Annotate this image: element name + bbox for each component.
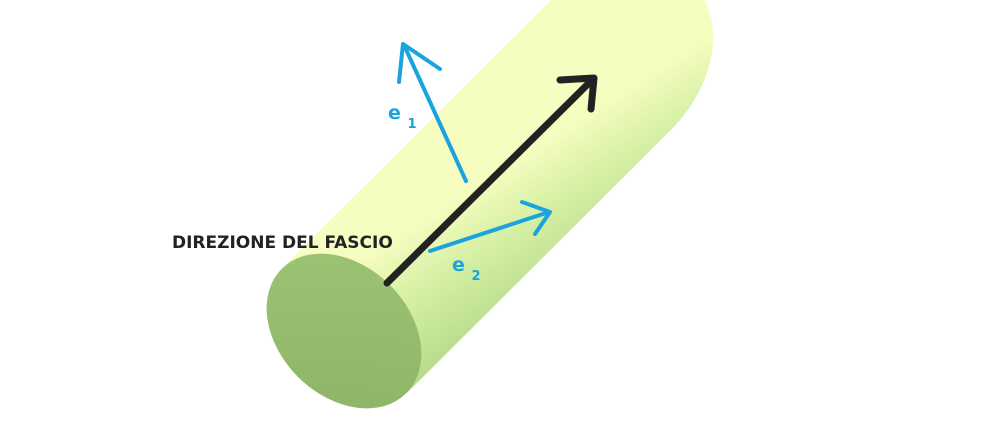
e1-arrow [397, 42, 468, 183]
e2-label-subscript: 2 [472, 269, 481, 284]
e2-label: e 2 [452, 254, 481, 284]
e1-label-subscript: 1 [408, 117, 417, 132]
arrow-icon [383, 76, 596, 287]
arrow-icon [402, 43, 468, 183]
arrow-icon [520, 200, 552, 236]
arrow-icon [428, 210, 551, 253]
cylinder [266, 0, 714, 409]
arrow-icon [397, 42, 442, 84]
cylinder-end-cap [266, 253, 422, 409]
e2-label-base: e [452, 254, 465, 276]
beam-direction-arrow [383, 74, 598, 287]
beam-direction-label: DIREZIONE DEL FASCIO [172, 233, 393, 253]
e1-label: e 1 [388, 102, 417, 132]
e2-arrow [428, 200, 552, 253]
e1-label-base: e [388, 102, 401, 124]
arrow-icon [556, 74, 598, 113]
